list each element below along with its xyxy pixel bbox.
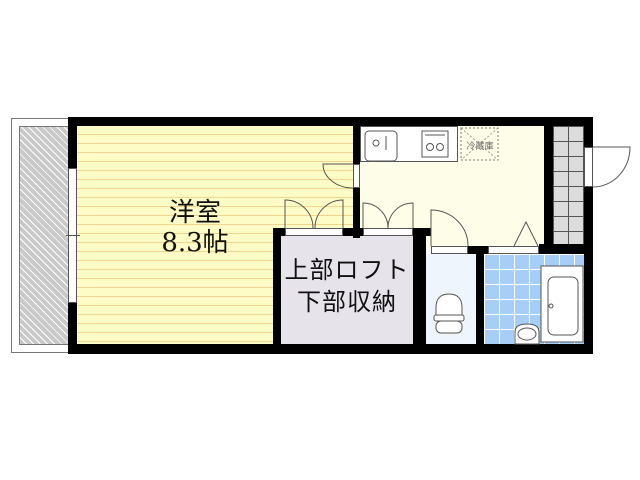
bath-door-opening[interactable] xyxy=(488,246,539,254)
toilet-door-opening[interactable] xyxy=(431,246,468,254)
loft-storage xyxy=(281,236,413,344)
entrance-floor xyxy=(553,126,584,244)
storage-left-door-opening[interactable] xyxy=(285,228,343,236)
wall-toilet-bath xyxy=(476,246,484,346)
wall-room-kitchen-bottom xyxy=(353,188,360,238)
storage-right-door-opening[interactable] xyxy=(363,228,413,236)
wall-kitchen-bottom-right xyxy=(539,244,593,254)
toilet-icon xyxy=(433,293,465,334)
wall-storage-left xyxy=(273,228,281,348)
sink-icon xyxy=(364,130,398,162)
wall-storage-right xyxy=(413,228,426,348)
refrigerator-label: 冷蔵庫 xyxy=(466,142,494,152)
wall-kitchen-bottom-mid xyxy=(468,246,488,254)
window-divider xyxy=(66,235,80,236)
western-room-size: 8.3帖 xyxy=(161,228,229,258)
wall-right-bottom xyxy=(584,187,593,354)
wall-left-bottom xyxy=(68,303,77,354)
wall-right-top xyxy=(584,117,593,147)
wash-basin-icon xyxy=(514,323,540,345)
room-kitchen-door-opening[interactable] xyxy=(353,164,360,188)
western-room-name: 洋室 xyxy=(168,198,221,228)
wall-storage-top-left xyxy=(273,228,285,236)
wall-storage-top-mid xyxy=(343,228,363,236)
western-room-label: 洋室 8.3帖 xyxy=(140,198,250,258)
wall-room-kitchen-top xyxy=(353,117,360,164)
entrance-door-opening[interactable] xyxy=(584,147,593,187)
wall-left-top xyxy=(68,117,77,168)
storage-label: 上部ロフト 下部収納 xyxy=(281,254,413,318)
refrigerator-icon xyxy=(460,127,499,161)
wall-top xyxy=(68,117,593,126)
wall-bottom xyxy=(68,344,593,354)
storage-line-2: 下部収納 xyxy=(297,288,397,316)
wall-storage-top-right xyxy=(413,228,431,236)
bathtub-icon xyxy=(540,265,584,343)
balcony-hatch xyxy=(19,126,69,345)
wall-kitchen-entrance xyxy=(544,117,553,254)
storage-line-1: 上部ロフト xyxy=(284,256,410,284)
stove-icon xyxy=(421,130,449,158)
